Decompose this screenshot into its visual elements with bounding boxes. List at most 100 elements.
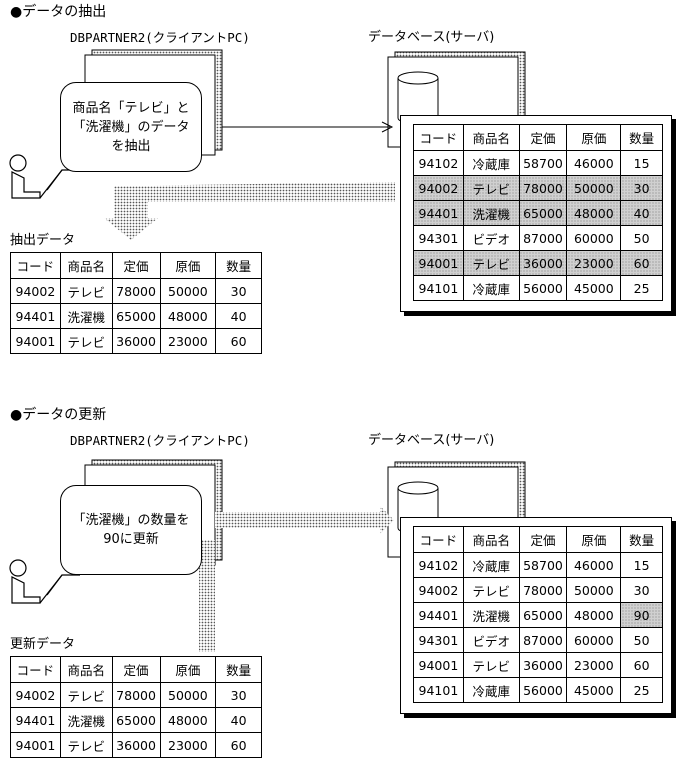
table-cell: 36000 [111,732,161,758]
table-cell: 50000 [159,682,217,708]
table-cell: 48000 [566,200,622,226]
table-cell: 30 [215,682,262,708]
header-cell: コード [10,656,61,683]
table-cell: 65000 [111,303,161,329]
return-arrow-top [104,182,395,240]
table-cell: ビデオ [462,627,520,653]
table-cell: 23000 [566,652,622,678]
header-cell: 定価 [111,656,161,683]
table-cell: 冷蔵庫 [462,552,520,578]
table-cell: 65000 [111,707,161,733]
header-cell: 原価 [159,252,217,279]
table-cell: テレビ [59,278,113,304]
table-cell: 94001 [10,328,61,354]
table-cell: 60 [620,652,663,678]
table-cell: 15 [620,150,663,176]
bubble-line: 商品名「テレビ」と [72,100,190,116]
update-arrow-bottom [199,506,394,652]
server-label-top: データベース(サーバ) [368,30,495,45]
table-cell: 45000 [566,275,622,301]
table-cell: 78000 [518,577,568,603]
bubble-line: 「洗濯機」の数量を [72,513,190,528]
table-cell: 36000 [111,328,161,354]
table-cell: 94001 [10,732,61,758]
header-cell: 数量 [620,526,663,553]
table-cell: 60 [215,732,262,758]
table-cell: 洗濯機 [59,303,113,329]
table-cell: 60 [620,250,663,276]
server-label-bottom: データベース(サーバ) [368,433,495,448]
table-cell: 94401 [413,602,464,628]
table-cell: 30 [215,278,262,304]
table-cell: 94401 [413,200,464,226]
table-cell: テレビ [59,732,113,758]
table-cell: 94002 [413,577,464,603]
table-cell: 94301 [413,627,464,653]
table-cell: 23000 [566,250,622,276]
table-cell: 30 [620,175,663,201]
table-cell: 78000 [111,278,161,304]
table-cell: 58700 [518,150,568,176]
table-cell: 冷蔵庫 [462,150,520,176]
table-cell: 30 [620,577,663,603]
table-cell: 46000 [566,552,622,578]
result-label-top: 抽出データ [10,233,76,248]
header-cell: 原価 [566,526,622,553]
table-cell: 40 [215,707,262,733]
table-cell: 45000 [566,677,622,703]
table-cell: 65000 [518,200,568,226]
update-heading: ●データの更新 [10,407,107,423]
table-cell: 94101 [413,677,464,703]
table-cell: 36000 [518,250,568,276]
client-label-top: DBPARTNER2(クライアントPC) [70,30,250,45]
table-cell: 94001 [413,250,464,276]
header-cell: コード [10,252,61,279]
table-cell: 50000 [566,577,622,603]
table-cell: 50 [620,627,663,653]
header-cell: 定価 [111,252,161,279]
table-cell: 58700 [518,552,568,578]
table-cell: 36000 [518,652,568,678]
table-cell: 洗濯機 [59,707,113,733]
header-cell: 商品名 [59,656,113,683]
table-cell: 50 [620,225,663,251]
table-cell: 40 [215,303,262,329]
table-cell: 25 [620,677,663,703]
header-cell: 数量 [215,656,262,683]
table-cell: 78000 [111,682,161,708]
table-cell: テレビ [462,175,520,201]
table-cell: テレビ [462,250,520,276]
table-cell: 94002 [10,682,61,708]
header-cell: 商品名 [462,526,520,553]
header-cell: 原価 [566,124,622,151]
table-cell: 87000 [518,627,568,653]
header-cell: 原価 [159,656,217,683]
table-cell: 94002 [10,278,61,304]
table-cell: 94301 [413,225,464,251]
table-cell: 60000 [566,225,622,251]
table-cell: テレビ [462,577,520,603]
database-cylinder-icon [397,71,439,125]
header-cell: 商品名 [59,252,113,279]
bubble-line: を抽出 [111,138,151,154]
table-cell: 56000 [518,275,568,301]
table-cell: 94101 [413,275,464,301]
table-cell: 40 [620,200,663,226]
table-cell: 65000 [518,602,568,628]
table-cell: 洗濯機 [462,200,520,226]
table-cell: 冷蔵庫 [462,677,520,703]
table-cell: 94002 [413,175,464,201]
